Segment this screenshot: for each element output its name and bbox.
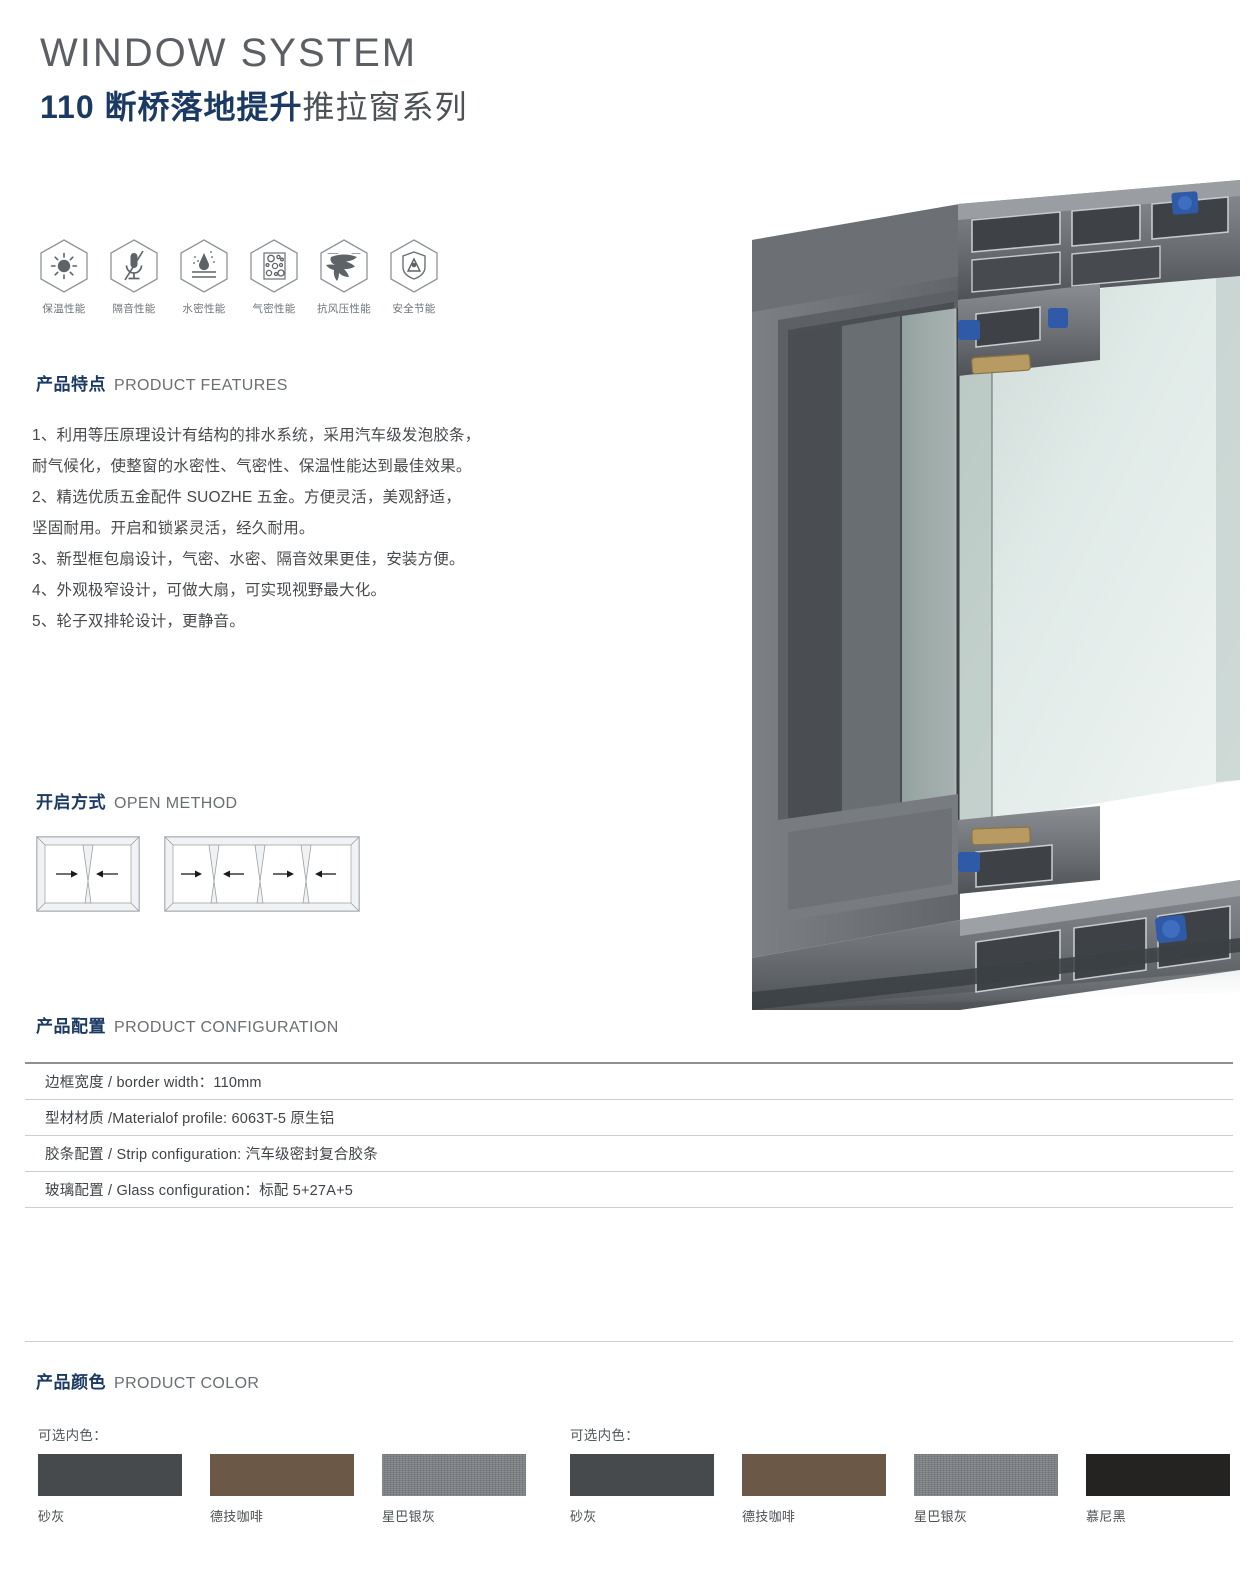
feature-icon-label: 气密性能: [252, 303, 296, 315]
water-drop-icon: [178, 238, 230, 294]
tornado-icon: [318, 238, 370, 294]
shield-icon: [388, 238, 440, 294]
feature-icon-label: 安全节能: [392, 303, 436, 315]
window-diagram-4-panel: [164, 836, 360, 912]
feature-icon-safety: 安全节能: [380, 238, 448, 316]
page-header: WINDOW SYSTEM 110 断桥落地提升推拉窗系列: [40, 30, 468, 125]
table-row: 玻璃配置 / Glass configuration：标配 5+27A+5: [25, 1172, 1233, 1208]
air-bubbles-icon: [248, 238, 300, 294]
section-heading-cn: 产品配置: [36, 1017, 106, 1036]
page-title-cn-rest: 推拉窗系列: [302, 89, 468, 125]
color-swatch[interactable]: 星巴银灰: [382, 1454, 526, 1525]
color-group-label: 可选内色：: [38, 1428, 107, 1443]
color-group-label: 可选内色：: [570, 1428, 639, 1443]
swatch-row: 砂灰 德技咖啡 星巴银灰 慕尼黑: [570, 1454, 1258, 1525]
color-swatch[interactable]: 德技咖啡: [210, 1454, 354, 1525]
table-cell-value: 型材材质 /Materialof profile: 6063T-5 原生铝: [45, 1111, 335, 1127]
feature-icon-windpressure: 抗风压性能: [310, 238, 378, 316]
feature-line: 2、精选优质五金配件 SUOZHE 五金。方便灵活，美观舒适，: [32, 489, 462, 506]
swatch-label: 星巴银灰: [914, 1509, 968, 1524]
section-heading-cn: 开启方式: [36, 793, 106, 812]
feature-line: 坚固耐用。开启和锁紧灵活，经久耐用。: [32, 520, 315, 537]
feature-icon-label: 保温性能: [42, 303, 86, 315]
section-heading-product-features: 产品特点 PRODUCT FEATURES: [36, 370, 288, 395]
muted-microphone-icon: [108, 238, 160, 294]
feature-icon-label: 抗风压性能: [317, 303, 371, 315]
swatch-chip[interactable]: [914, 1454, 1058, 1496]
swatch-chip[interactable]: [1086, 1454, 1230, 1496]
swatch-label: 砂灰: [38, 1509, 65, 1524]
section-heading-cn: 产品颜色: [36, 1373, 106, 1392]
swatch-row: 砂灰 德技咖啡 星巴银灰: [38, 1454, 554, 1525]
sun-icon: [38, 238, 90, 294]
swatch-chip[interactable]: [570, 1454, 714, 1496]
feature-line: 1、利用等压原理设计有结构的排水系统，采用汽车级发泡胶条，: [32, 427, 481, 444]
window-diagram-2-panel: [36, 836, 140, 912]
feature-line: 5、轮子双排轮设计，更静音。: [32, 613, 245, 630]
swatch-label: 德技咖啡: [742, 1509, 796, 1524]
section-heading-en: PRODUCT COLOR: [114, 1375, 260, 1392]
table-row: 型材材质 /Materialof profile: 6063T-5 原生铝: [25, 1100, 1233, 1136]
color-swatch[interactable]: 慕尼黑: [1086, 1454, 1230, 1525]
section-heading-product-color: 产品颜色 PRODUCT COLOR: [36, 1368, 259, 1393]
product-photo: [540, 180, 1240, 1010]
swatch-label: 星巴银灰: [382, 1509, 436, 1524]
feature-icon-soundproof: 隔音性能: [100, 238, 168, 316]
table-row: 边框宽度 / border width：110mm: [25, 1064, 1233, 1100]
swatch-label: 德技咖啡: [210, 1509, 264, 1524]
swatch-chip[interactable]: [742, 1454, 886, 1496]
swatch-chip[interactable]: [382, 1454, 526, 1496]
feature-line: 4、外观极窄设计，可做大扇，可实现视野最大化。: [32, 582, 387, 599]
table-cell-value: 玻璃配置 / Glass configuration：标配 5+27A+5: [45, 1183, 353, 1199]
color-group-right: 可选内色： 砂灰 德技咖啡 星巴银灰 慕尼黑: [570, 1424, 1258, 1525]
page-title-cn: 110 断桥落地提升推拉窗系列: [40, 89, 468, 125]
feature-icon-thermal: 保温性能: [30, 238, 98, 316]
color-swatch[interactable]: 砂灰: [38, 1454, 182, 1525]
table-cell-value: 边框宽度 / border width：110mm: [45, 1075, 262, 1091]
feature-line: 耐气候化，使整窗的水密性、气密性、保温性能达到最佳效果。: [32, 458, 472, 475]
feature-line: 3、新型框包扇设计，气密、水密、隔音效果更佳，安装方便。: [32, 551, 465, 568]
table-row: 胶条配置 / Strip configuration: 汽车级密封复合胶条: [25, 1136, 1233, 1172]
color-group-left: 可选内色： 砂灰 德技咖啡 星巴银灰: [38, 1424, 554, 1525]
color-section-divider: [25, 1341, 1233, 1342]
feature-icon-airtight: 气密性能: [240, 238, 308, 316]
color-swatch[interactable]: 德技咖啡: [742, 1454, 886, 1525]
color-swatch[interactable]: 砂灰: [570, 1454, 714, 1525]
feature-icon-watertight: 水密性能: [170, 238, 238, 316]
table-top-rule: [25, 1062, 1233, 1064]
section-heading-cn: 产品特点: [36, 375, 106, 394]
product-configuration-table: 边框宽度 / border width：110mm 型材材质 /Material…: [25, 1062, 1233, 1208]
swatch-chip[interactable]: [38, 1454, 182, 1496]
section-heading-en: OPEN METHOD: [114, 795, 238, 812]
swatch-label: 砂灰: [570, 1509, 597, 1524]
section-heading-product-configuration: 产品配置 PRODUCT CONFIGURATION: [36, 1012, 339, 1037]
swatch-chip[interactable]: [210, 1454, 354, 1496]
section-heading-en: PRODUCT FEATURES: [114, 377, 288, 394]
page-title-cn-highlight: 110 断桥落地提升: [40, 89, 303, 125]
section-heading-en: PRODUCT CONFIGURATION: [114, 1019, 339, 1036]
feature-icon-label: 水密性能: [182, 303, 226, 315]
feature-icon-label: 隔音性能: [112, 303, 156, 315]
product-features-list: 1、利用等压原理设计有结构的排水系统，采用汽车级发泡胶条， 耐气候化，使整窗的水…: [32, 420, 552, 637]
open-method-diagrams: [36, 836, 360, 912]
color-swatch[interactable]: 星巴银灰: [914, 1454, 1058, 1525]
swatch-label: 慕尼黑: [1086, 1509, 1126, 1524]
table-cell-value: 胶条配置 / Strip configuration: 汽车级密封复合胶条: [45, 1147, 378, 1163]
page-title-en: WINDOW SYSTEM: [40, 31, 418, 75]
section-heading-open-method: 开启方式 OPEN METHOD: [36, 788, 238, 813]
feature-icon-row: 保温性能 隔音性能: [30, 238, 450, 316]
